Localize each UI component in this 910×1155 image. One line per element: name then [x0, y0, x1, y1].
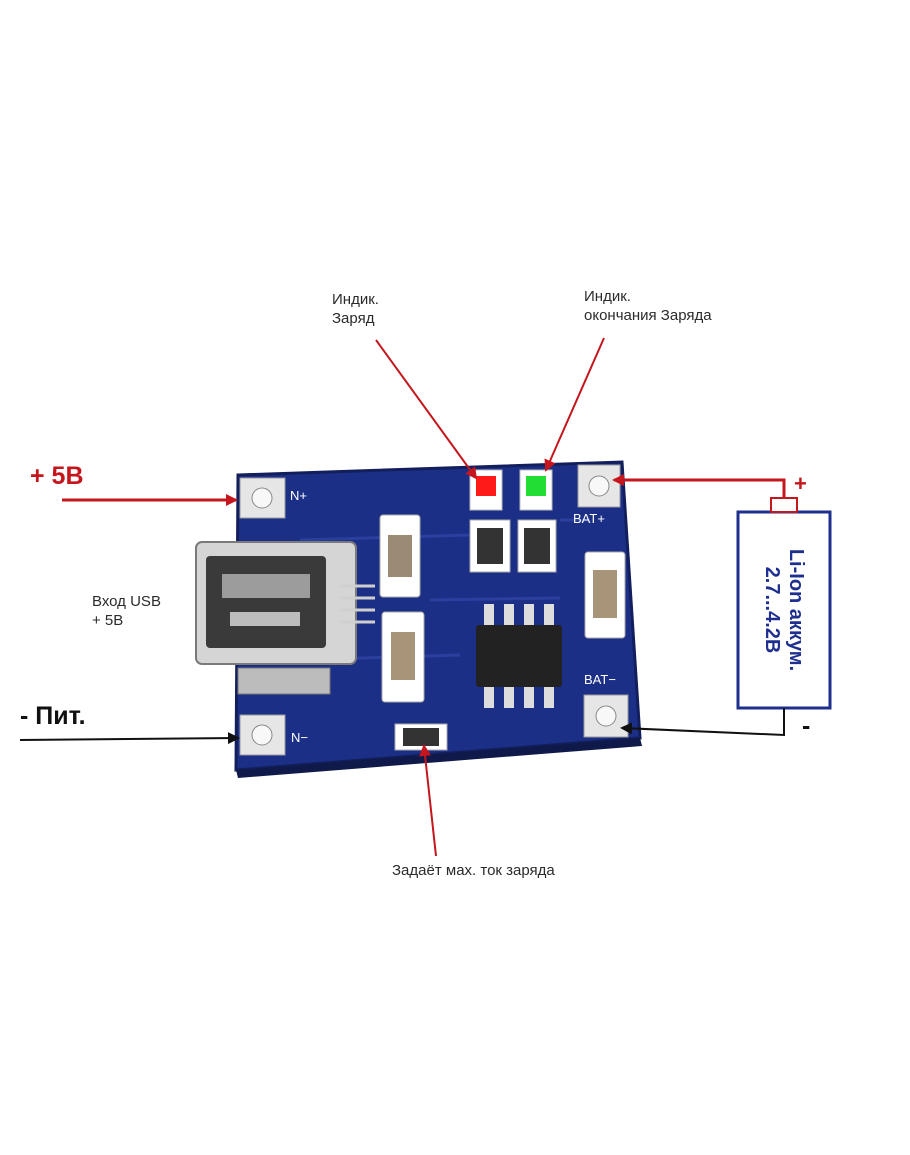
label-charge-indicator: Индик. Заряд [332, 291, 379, 327]
battery-symbol [736, 497, 832, 710]
silk-in-minus: N− [291, 730, 308, 745]
capacitor-bottom-left [381, 611, 425, 703]
label-current-set: Задаёт мах. ток заряда [392, 862, 555, 879]
label-battery-plus: + [794, 471, 807, 496]
arrow-current-set [419, 744, 437, 857]
silk-bat-plus: BAT+ [573, 511, 605, 526]
arrows [19, 337, 786, 857]
silk-in-plus: N+ [290, 488, 307, 503]
label-minus-power: - Пит. [20, 702, 86, 730]
led-green [519, 469, 553, 511]
pad-bat-plus [577, 464, 621, 508]
usb-connector [195, 541, 375, 695]
pad-in-minus [239, 714, 286, 756]
capacitor-top-left [379, 514, 421, 598]
label-end-indicator: Индик. окончания Заряда [584, 288, 712, 324]
battery-label: Li-Ion аккум. 2.7...4.2B [761, 548, 807, 672]
capacitor-right [584, 551, 626, 639]
arrow-minus-power [19, 732, 240, 745]
label-usb-input: Вход USB + 5B [92, 593, 161, 629]
arrow-charge-indicator [375, 339, 478, 480]
arrow-battery-minus [620, 708, 785, 737]
arrow-end-indicator [544, 337, 605, 472]
pad-in-plus [239, 477, 286, 519]
label-battery-minus: - [802, 712, 811, 740]
resistor-r2 [517, 519, 557, 573]
resistor-r1 [469, 519, 511, 573]
arrow-battery-plus [612, 474, 786, 498]
resistor-rprog [394, 723, 448, 751]
charger-ic [476, 604, 562, 708]
label-plus-5v: + 5B [30, 462, 84, 490]
silk-bat-minus: BAT− [584, 672, 616, 687]
pad-bat-minus [583, 694, 629, 738]
